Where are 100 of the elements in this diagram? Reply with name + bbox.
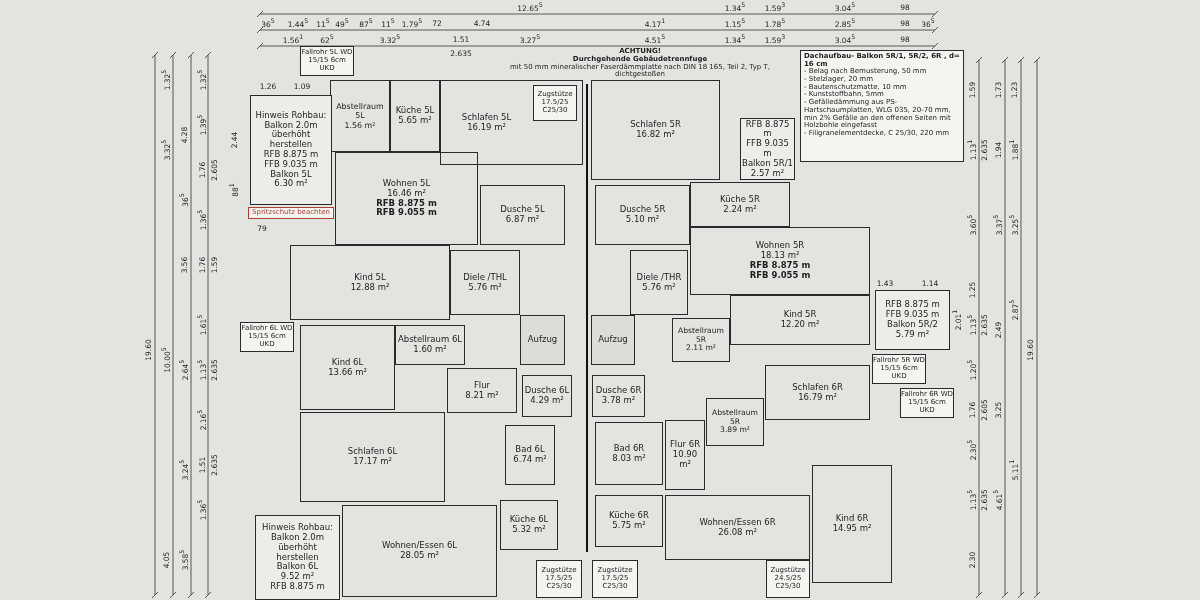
room-outline [500, 500, 558, 550]
room-label: 8.03 m² [612, 453, 646, 464]
room-label: 8.21 m² [465, 390, 499, 401]
room-label: Flur 6R [669, 440, 701, 450]
room-outline [690, 227, 870, 295]
room-label: FFB 9.035 m [885, 310, 940, 320]
room-label: Hinweis Rohbau: Balkon 2.0m überhöht herstellen [261, 523, 334, 562]
elevator-shaft [520, 315, 565, 365]
room-label: Dusche 6L [524, 386, 570, 396]
room-label: Kind 6R [835, 514, 869, 524]
room-label: 5.65 m² [398, 116, 432, 126]
room-label: Flur [473, 380, 491, 391]
room-label: 6.87 m² [505, 215, 540, 225]
room-label: 17.17 m² [353, 457, 392, 467]
room-label: Dusche 5L [500, 205, 545, 215]
room-label: 2.24 m² [723, 204, 757, 215]
room-label: 5.76 m² [642, 282, 676, 293]
room-outline [665, 495, 810, 560]
room-outline [290, 245, 450, 320]
room-label: 3.78 m² [601, 396, 636, 406]
room-label: Küche 6L [509, 515, 549, 525]
room-label: RFB 8.875 m [263, 150, 319, 160]
roof-build-up-note-box [800, 50, 964, 162]
room-label: 6.74 m² [513, 455, 547, 465]
room-label: Kind 6L [331, 357, 364, 368]
balcony-outline [255, 515, 340, 600]
room-label: RFB 8.875 m [376, 198, 437, 208]
room-outline [630, 250, 688, 315]
balcony-outline [250, 95, 332, 205]
room-label: Kind 5R [783, 310, 817, 320]
room-label: Wohnen 5L [382, 178, 431, 189]
room-label: 12.20 m² [780, 320, 820, 330]
room-label: Bad 6L [515, 445, 545, 455]
room-label: Balkon 5R/2 [887, 320, 938, 330]
room-label: 5.75 m² [612, 521, 646, 531]
elevator-shaft [591, 315, 635, 365]
room-label: RFB 8.875 m [749, 261, 811, 271]
room-outline [730, 295, 870, 345]
room-label: Diele /THR [636, 272, 682, 283]
room-label: 12.88 m² [350, 282, 390, 293]
room-label: 1.60 m² [413, 345, 447, 355]
room-label: 5.79 m² [895, 329, 930, 340]
warning-note-box [248, 207, 334, 219]
room-label: Küche 5L [395, 106, 435, 116]
room-outline [595, 495, 663, 547]
room-outline [505, 425, 555, 485]
column-note-box [766, 560, 810, 598]
room-label: 4.29 m² [530, 396, 564, 406]
room-outline [342, 505, 497, 597]
room-label: 6.30 m² [274, 179, 308, 190]
room-label: RFB 8.875 m [885, 300, 940, 310]
room-outline [765, 365, 870, 420]
room-label: Wohnen 5R [755, 241, 805, 251]
room-outline [300, 412, 445, 502]
room-label: Balkon 6L [276, 562, 319, 572]
column-note-box [536, 560, 582, 598]
room-outline [665, 420, 705, 490]
balcony-outline [875, 290, 950, 350]
room-outline [522, 375, 572, 417]
room-label: 5.10 m² [625, 215, 660, 225]
room-label: Schlafen 5L [461, 112, 512, 123]
room-label: FFB 9.035 m [264, 159, 318, 170]
room-label: Küche 6R [609, 511, 649, 521]
room-outline [300, 325, 395, 410]
room-label: Dusche 5R [619, 205, 666, 215]
room-outline [591, 80, 720, 180]
room-label: 9.52 m² [280, 572, 315, 582]
room-outline [390, 80, 440, 152]
room-label: Schlafen 6L [347, 447, 398, 457]
room-label: 10.90 m² [671, 450, 699, 470]
room-label: 16.79 m² [798, 392, 837, 403]
column-note-box [533, 85, 577, 121]
room-label: Wohnen/Essen 6R [699, 517, 776, 528]
room-outline [440, 80, 583, 165]
room-label: Dusche 6R [595, 386, 642, 396]
room-label: 14.95 m² [832, 524, 872, 534]
room-outline [690, 182, 790, 227]
room-outline [812, 465, 892, 583]
room-label: Aufzug [527, 335, 558, 345]
room-outline [335, 152, 478, 245]
room-outline [450, 250, 520, 315]
room-label: Kind 5L [354, 272, 386, 283]
room-outline [595, 185, 690, 245]
room-outline [447, 368, 517, 413]
room-label: Hinweis Rohbau: Balkon 2.0m überhöht herstellen [254, 110, 328, 150]
room-outline [595, 422, 663, 485]
room-outline [706, 398, 764, 446]
room-label: 5.76 m² [468, 282, 502, 293]
room-label: RFB 8.875 m [744, 119, 791, 139]
room-outline [592, 375, 645, 417]
room-label: Küche 5R [720, 194, 760, 205]
room-label: 13.66 m² [328, 367, 367, 378]
room-label: RFB 9.055 m [376, 208, 437, 219]
room-label: Balkon 5R/1 [742, 158, 793, 169]
room-label: Schlafen 5R [630, 120, 681, 130]
room-label: Aufzug [598, 335, 628, 345]
room-label: RFB 9.055 m [749, 270, 811, 281]
room-label: RFB 8.875 m [270, 581, 325, 592]
room-label: Schlafen 6R [792, 382, 843, 393]
room-label: FFB 9.035 m [745, 139, 790, 159]
